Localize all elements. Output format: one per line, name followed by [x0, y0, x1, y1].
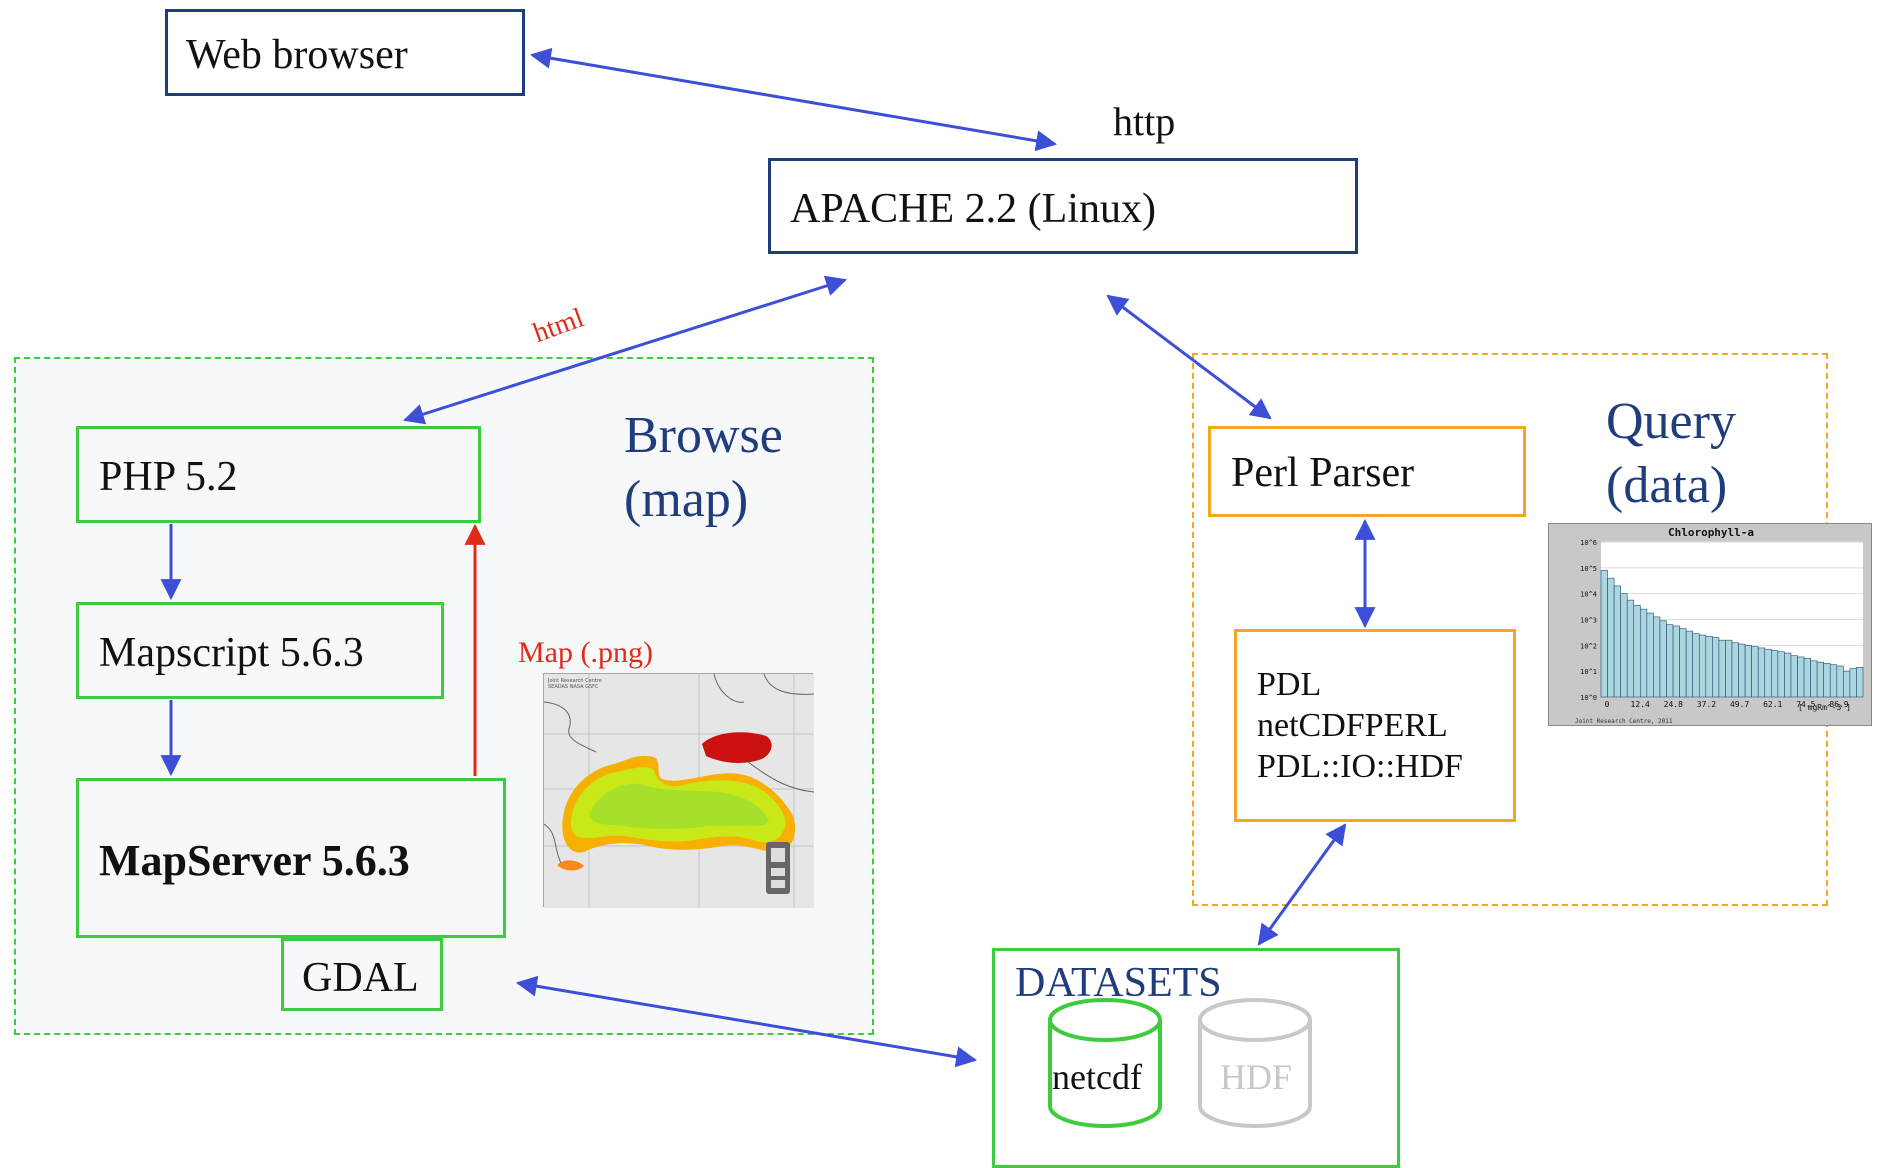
- datasets-label: DATASETS: [1015, 960, 1222, 1006]
- gdal-label: GDAL: [302, 955, 419, 1001]
- histogram-x-tick: 49.7: [1730, 700, 1749, 709]
- pdl-io-hdf-line: PDL::IO::HDF: [1257, 748, 1463, 785]
- map-thumbnail: Joint Research Centre SEADAS NASA GSFC: [543, 673, 815, 908]
- histogram-title: Chlorophyll-a: [1668, 526, 1754, 539]
- hdf-database-icon: [1198, 998, 1312, 1128]
- histogram-y-tick: 10^1: [1580, 668, 1597, 676]
- php-node: PHP 5.2: [76, 426, 481, 523]
- map-caption-2: SEADAS NASA GSFC: [548, 684, 599, 690]
- mapserver-label: MapServer 5.6.3: [99, 836, 410, 885]
- arrow-gdal-datasets: [515, 975, 978, 1068]
- histogram-footer: Joint Research Centre, 2011: [1575, 718, 1673, 725]
- chlorophyll-histogram: Chlorophyll-a 10^6 10^5 10^4 10^3 10^2 10^1 10…: [1548, 523, 1872, 726]
- mapserver-node: MapServer 5.6.3: [76, 778, 506, 938]
- mapscript-node: Mapscript 5.6.3: [76, 602, 444, 699]
- black-sea-map-image: Joint Research Centre SEADAS NASA GSFC: [543, 673, 815, 908]
- arrow-apache-php: [402, 275, 848, 425]
- map-png-label: Map (.png): [518, 636, 653, 669]
- histogram-unit: [ mgRm^-3 ]: [1798, 703, 1851, 712]
- gdal-node: GDAL: [281, 938, 443, 1011]
- php-label: PHP 5.2: [99, 454, 238, 500]
- netcdf-cylinder: netcdf: [1046, 996, 1164, 1132]
- pdl-libraries: PDL netCDFPERL PDL::IO::HDF: [1257, 664, 1463, 787]
- histogram-x-tick: 74.5: [1796, 700, 1815, 709]
- histogram-y-tick: 10^4: [1580, 591, 1597, 599]
- apache-label: APACHE 2.2 (Linux): [790, 186, 1156, 232]
- histogram-x-tick: 12.4: [1631, 700, 1650, 709]
- netcdfperl-line: netCDFPERL: [1257, 707, 1448, 744]
- histogram-y-tick: 10^0: [1580, 694, 1597, 702]
- histogram-y-tick: 10^6: [1580, 539, 1597, 547]
- histogram-x-tick: 0: [1605, 700, 1610, 709]
- histogram-bar: [1856, 666, 1864, 698]
- pdl-node: PDL netCDFPERL PDL::IO::HDF: [1234, 629, 1516, 822]
- mapscript-label: Mapscript 5.6.3: [99, 630, 364, 676]
- netcdf-database-icon: [1048, 998, 1162, 1128]
- web-browser-label: Web browser: [186, 32, 408, 78]
- query-title: Query (data): [1606, 393, 1736, 514]
- map-caption-1: Joint Research Centre: [547, 678, 602, 684]
- arrow-apache-perl: [1106, 294, 1272, 420]
- histogram-x-tick: 24.8: [1664, 700, 1683, 709]
- histogram-y-tick: 10^3: [1580, 617, 1597, 625]
- histogram-x-tick: 62.1: [1763, 700, 1782, 709]
- http-label: http: [1113, 99, 1176, 144]
- arrow-pdl-datasets: [1257, 823, 1347, 946]
- histogram-y-tick: 10^2: [1580, 642, 1597, 650]
- web-browser-node: Web browser: [165, 9, 525, 96]
- apache-node: APACHE 2.2 (Linux): [768, 158, 1358, 254]
- netcdf-label: netcdf: [1052, 1057, 1142, 1097]
- hdf-cylinder: HDF: [1196, 996, 1314, 1132]
- hdf-label: HDF: [1220, 1057, 1293, 1097]
- perl-parser-node: Perl Parser: [1208, 426, 1526, 517]
- pdl-line: PDL: [1257, 666, 1322, 703]
- histogram-y-tick: 10^5: [1580, 565, 1597, 573]
- histogram-x-tick: 37.2: [1697, 700, 1716, 709]
- arrow-browser-apache: [529, 47, 1058, 152]
- perl-parser-label: Perl Parser: [1231, 450, 1415, 496]
- histogram-image: Chlorophyll-a 10^6 10^5 10^4 10^3 10^2 10^1 10…: [1575, 526, 1864, 725]
- histogram-x-tick: 86.9: [1829, 700, 1848, 709]
